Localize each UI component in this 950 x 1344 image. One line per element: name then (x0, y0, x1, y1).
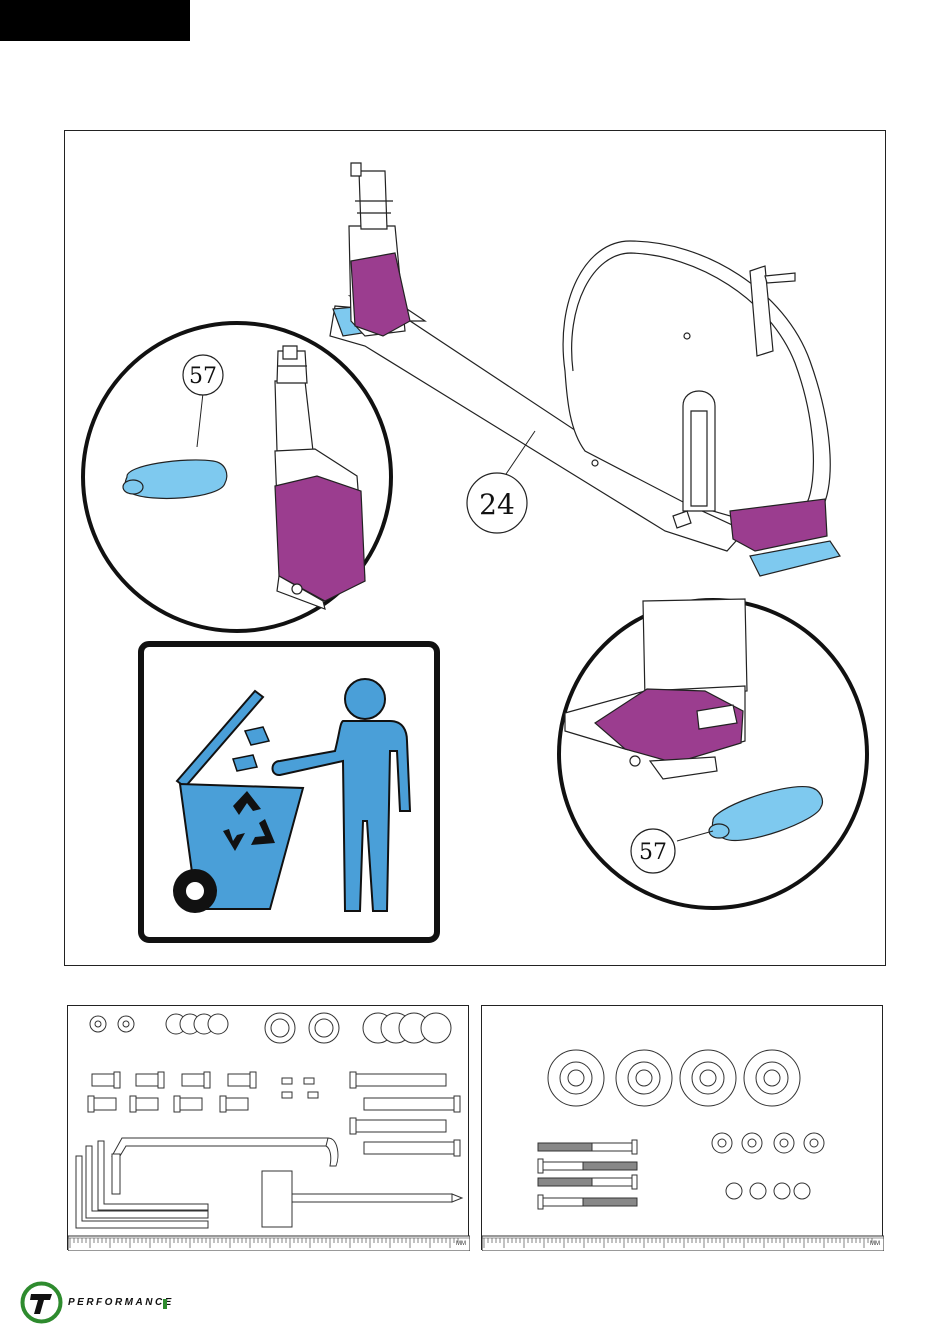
knob-3 (680, 1050, 736, 1106)
callout-57-top: 57 (189, 364, 217, 389)
ruler-unit-left: MM (456, 1241, 466, 1247)
hardware-drawing-right (482, 1006, 884, 1251)
assembly-drawing: 24 57 (65, 131, 887, 967)
recycle-instruction-panel (141, 644, 437, 940)
hardware-drawing-left (68, 1006, 470, 1251)
ruler-unit-right: MM (870, 1241, 880, 1247)
detail-circle-front: 57 (559, 599, 867, 908)
hardware-panel-right: MM (481, 1005, 883, 1250)
performance-logo-icon (20, 1281, 63, 1324)
callout-24: 24 (467, 473, 527, 533)
svg-text:24: 24 (479, 488, 515, 521)
callout-57-bottom: 57 (639, 840, 667, 865)
brand-mark (163, 1299, 167, 1309)
assembly-figure: 24 57 (64, 130, 886, 966)
bike-frame (330, 163, 840, 576)
hardware-panel-left: MM (67, 1005, 469, 1250)
mm-ruler-right (482, 1236, 884, 1251)
detail-circle-rear: 57 (83, 323, 391, 631)
brand-name: PERFORMANCE (68, 1297, 174, 1308)
knob-1 (548, 1050, 604, 1106)
knob-2 (616, 1050, 672, 1106)
mm-ruler-left (68, 1236, 470, 1251)
header-bar (0, 0, 190, 41)
knob-4 (744, 1050, 800, 1106)
